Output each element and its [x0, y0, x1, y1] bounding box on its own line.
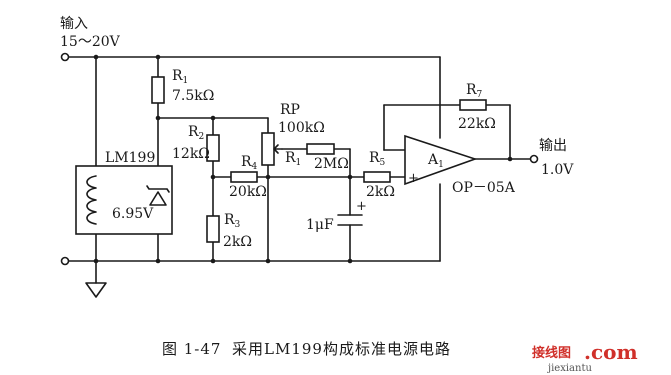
- ground-terminal: [60, 256, 70, 266]
- ground-symbol: [85, 282, 107, 298]
- lm199-label: LM199: [105, 150, 155, 166]
- figure-number: 图 1-47: [162, 340, 221, 358]
- output-title: 输出: [539, 138, 567, 154]
- r1-label: R1: [172, 68, 188, 86]
- watermark-site: jiexiantu: [547, 363, 592, 374]
- heater-coil: [86, 175, 97, 225]
- r3-label: R3: [224, 212, 241, 230]
- terminals: [60, 52, 539, 266]
- wiring: [67, 56, 531, 284]
- r5-value: 2kΩ: [366, 184, 395, 200]
- capacitor-polarity: +: [356, 199, 367, 214]
- junctions: [93, 54, 513, 264]
- opamp-noninv-sign: +: [408, 171, 419, 186]
- r6-value: 2MΩ: [314, 156, 349, 172]
- r4-body: [230, 171, 258, 183]
- rp-wiper-arrow: [273, 144, 283, 154]
- capacitor-value: 1μF: [306, 217, 334, 233]
- watermark: 接线图 .com jiexiantu: [532, 340, 638, 374]
- opamp-a1: + A1 OP－05A: [404, 134, 516, 196]
- watermark-domain: .com: [584, 340, 638, 364]
- r6-body: [306, 143, 335, 155]
- lm199-reference: LM199 6.95V: [75, 150, 173, 235]
- output-value: 1.0V: [541, 162, 574, 178]
- input-title: 输入: [60, 16, 88, 32]
- r3-value: 2kΩ: [223, 234, 252, 250]
- r5-body: [363, 171, 391, 183]
- r7-label: R7: [466, 82, 483, 100]
- rp-label: RP: [280, 102, 300, 118]
- opamp-label: A1: [427, 152, 444, 170]
- r2-body: [206, 134, 220, 162]
- r5-label: R5: [369, 150, 386, 168]
- capacitor: + 1μF: [306, 199, 367, 233]
- rp-value: 100kΩ: [278, 120, 325, 136]
- r1-body: [151, 76, 165, 104]
- r2-value: 12kΩ: [172, 146, 210, 162]
- r7-value: 22kΩ: [458, 116, 496, 132]
- r6-label: R1: [285, 150, 301, 168]
- opamp-model: OP－05A: [452, 180, 516, 196]
- r4-value: 20kΩ: [229, 184, 267, 200]
- output-terminal: [529, 154, 539, 164]
- r2-label: R2: [188, 124, 204, 142]
- r1-value: 7.5kΩ: [172, 88, 214, 104]
- lm199-voltage: 6.95V: [112, 206, 154, 222]
- zener-diode: [146, 185, 170, 206]
- r3-body: [206, 215, 220, 243]
- input-range: 15～20V: [60, 34, 121, 50]
- rp-body: [261, 132, 275, 166]
- input-terminal: [60, 52, 70, 62]
- r4-label: R4: [241, 154, 258, 172]
- watermark-brand: 接线图: [532, 345, 571, 361]
- r7-body: [459, 99, 487, 111]
- figure-title: 采用LM199构成标准电源电路: [232, 340, 451, 358]
